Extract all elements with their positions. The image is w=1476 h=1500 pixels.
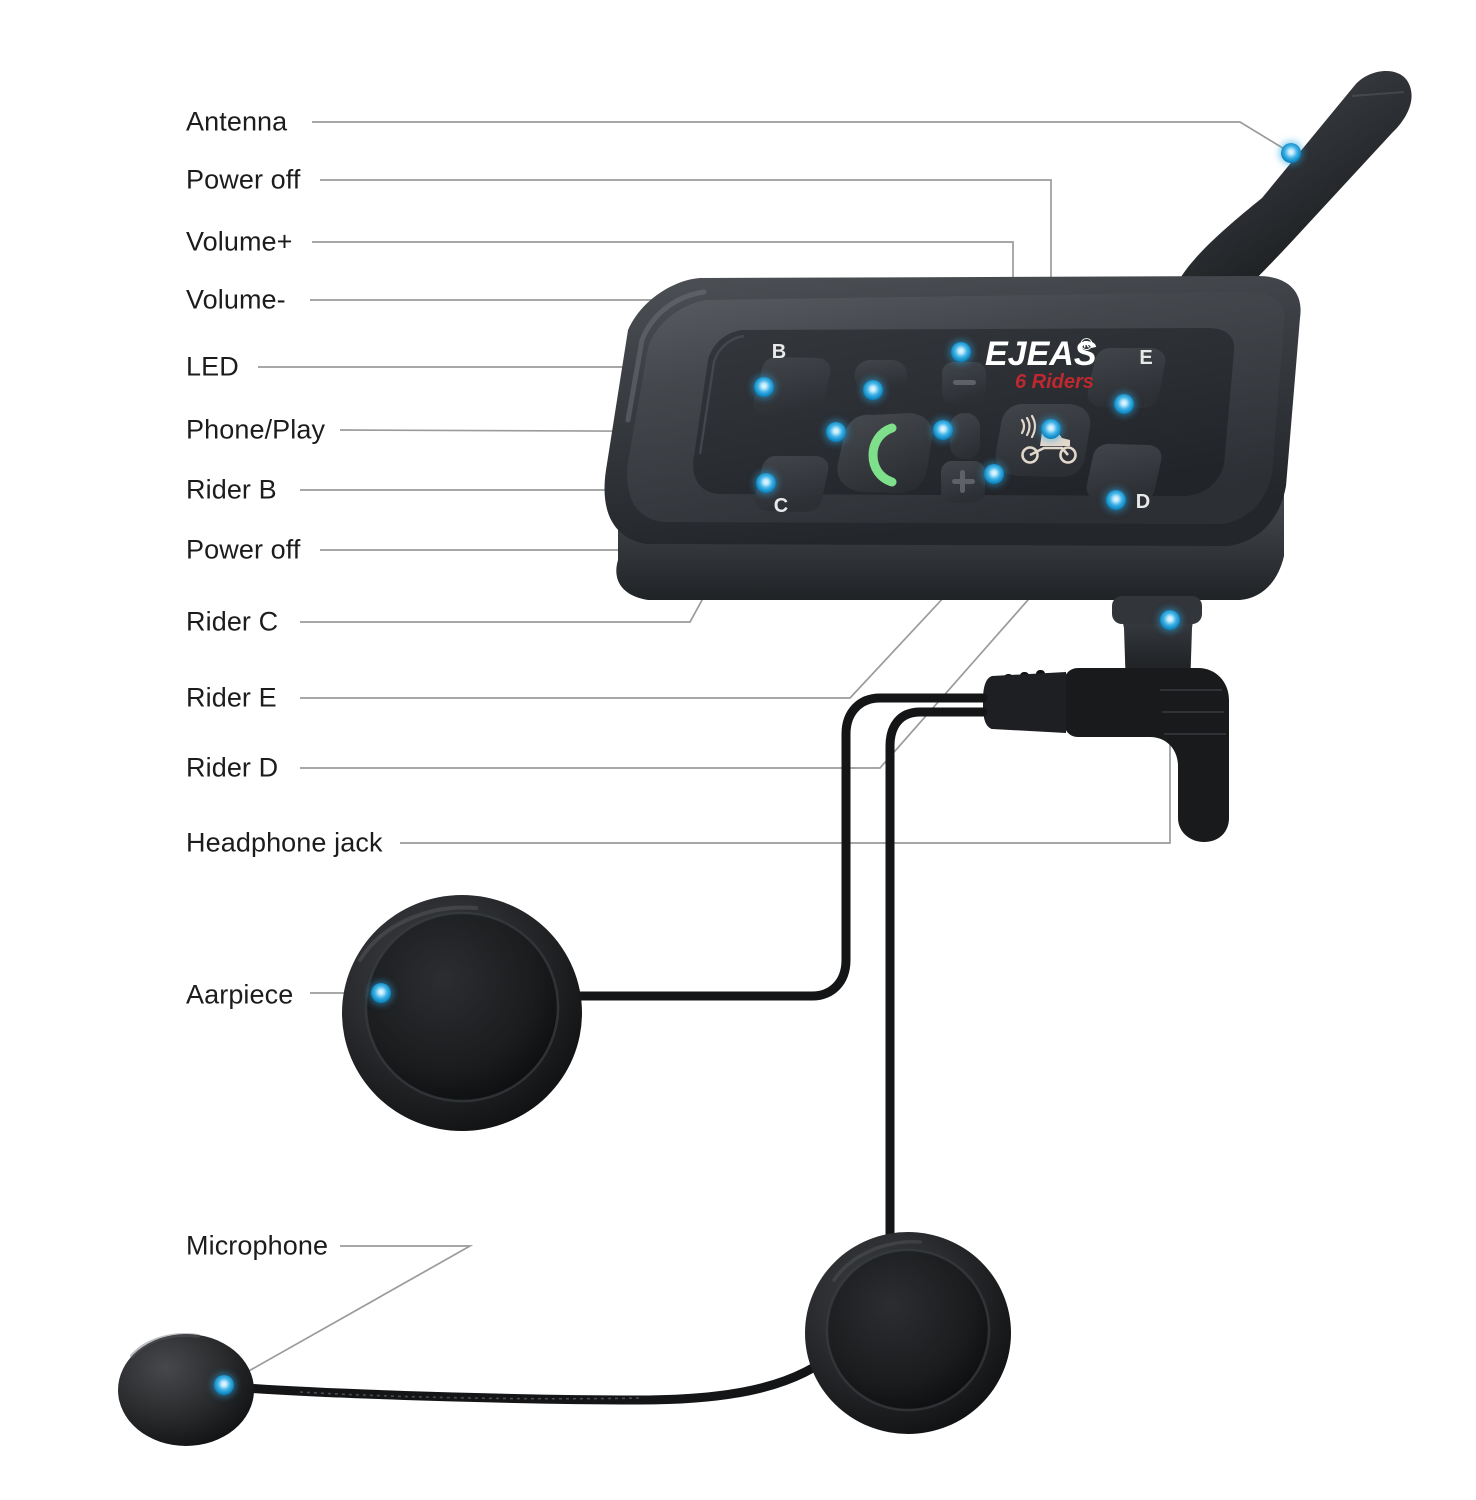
- minus-icon: [953, 380, 976, 385]
- callout-label-rider-c: Rider C: [186, 606, 279, 637]
- callout-label-led: LED: [186, 351, 239, 382]
- brand-registered-icon: ®: [1080, 335, 1093, 354]
- callout-label-rider-d: Rider D: [186, 752, 279, 783]
- antenna: [1172, 71, 1412, 318]
- button-label-c: C: [774, 495, 788, 517]
- headset-cabling: [241, 668, 1229, 1405]
- marker-dot-antenna[interactable]: [1281, 143, 1301, 163]
- marker-dot-power-off-top[interactable]: [1041, 419, 1061, 439]
- callout-label-power-off-top: Power off: [186, 164, 301, 195]
- button-label-d: D: [1136, 491, 1150, 513]
- button-volume-up: [941, 461, 985, 503]
- callout-label-phone-play: Phone/Play: [186, 414, 326, 445]
- cable-to-earpiece: [555, 693, 988, 1001]
- leader-line-microphone: [223, 1245, 474, 1386]
- marker-dot-phone-play[interactable]: [826, 422, 846, 442]
- button-label-b: B: [772, 341, 786, 363]
- callout-label-earpiece: Aarpiece: [186, 979, 294, 1010]
- button-rider-b: [753, 356, 831, 418]
- callout-label-power-off-side: Power off: [186, 534, 301, 565]
- button-rider-e: [1087, 347, 1166, 408]
- earpiece-speaker-pad-upper: [342, 895, 582, 1131]
- button-intercom: [995, 403, 1091, 477]
- leader-line-antenna: [312, 121, 1292, 154]
- callout-label-volume-minus: Volume-: [186, 284, 286, 315]
- marker-dot-rider-e[interactable]: [1114, 394, 1134, 414]
- callout-label-volume-plus: Volume+: [186, 226, 293, 257]
- marker-dot-volume-minus[interactable]: [933, 420, 953, 440]
- brand-tagline: 6 Riders: [1015, 371, 1094, 393]
- brand-wordmark: EJEAS: [985, 335, 1097, 373]
- cable-to-microphone-earpiece: [885, 707, 988, 1267]
- phone-handset-icon: [868, 423, 897, 487]
- callout-label-antenna: Antenna: [186, 106, 288, 137]
- earpiece-speaker-pad-lower: [805, 1232, 1011, 1434]
- marker-dot-rider-c[interactable]: [756, 473, 776, 493]
- button-phone-play: [837, 413, 933, 493]
- button-power-off: [950, 413, 980, 459]
- marker-dot-power-off-side[interactable]: [984, 464, 1004, 484]
- callout-label-rider-b: Rider B: [186, 474, 277, 505]
- marker-dot-rider-d[interactable]: [1106, 490, 1126, 510]
- marker-dot-led[interactable]: [863, 380, 883, 400]
- button-rider-c: [754, 455, 829, 512]
- callout-label-headphone-jack: Headphone jack: [186, 827, 383, 858]
- button-label-e: E: [1139, 347, 1152, 369]
- cable-microphone-boom: [241, 1345, 843, 1405]
- button-rider-d: [1086, 443, 1162, 501]
- marker-dot-headphone-jack[interactable]: [1160, 610, 1180, 630]
- callout-label-rider-e: Rider E: [186, 682, 277, 713]
- marker-dot-volume-plus[interactable]: [951, 342, 971, 362]
- marker-dot-earpiece[interactable]: [371, 983, 391, 1003]
- right-angle-jack-connector: [983, 668, 1229, 842]
- marker-dot-microphone[interactable]: [214, 1375, 234, 1395]
- callout-label-microphone: Microphone: [186, 1230, 329, 1261]
- boom-microphone: [118, 1333, 254, 1446]
- button-volume-down: [942, 362, 986, 404]
- marker-dot-rider-b[interactable]: [754, 377, 774, 397]
- intercom-main-unit: B C: [604, 71, 1412, 710]
